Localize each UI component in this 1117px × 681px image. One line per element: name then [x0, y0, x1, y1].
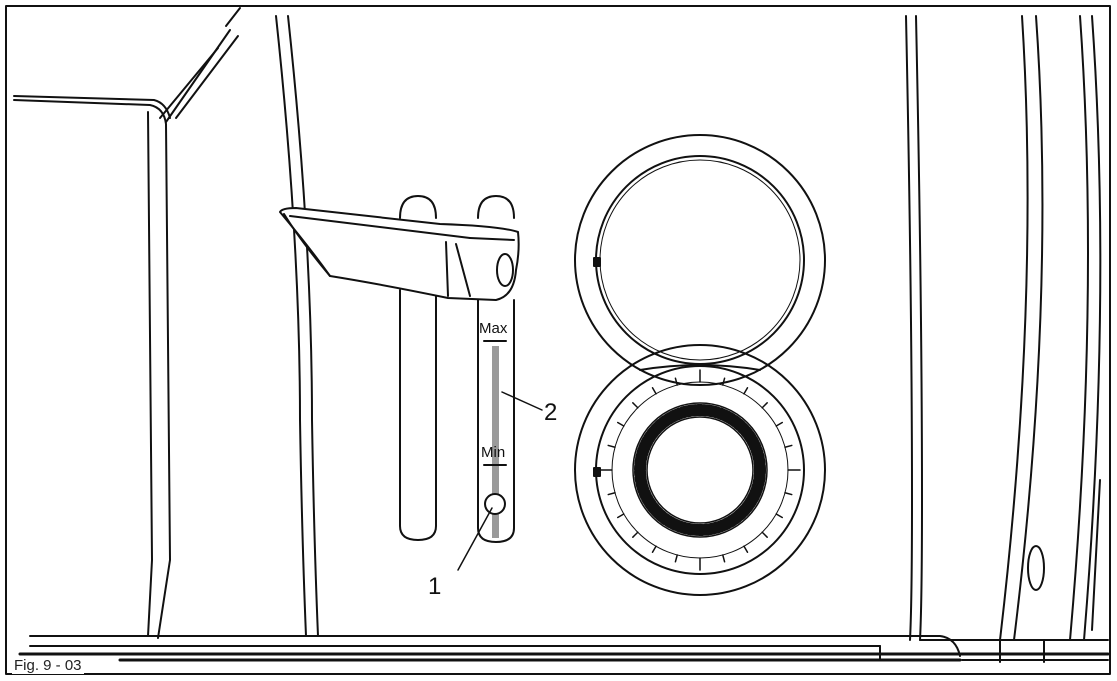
dial-tick — [674, 554, 678, 563]
min-label: Min — [481, 444, 505, 461]
dial-ticks — [599, 369, 801, 571]
dial-tick — [616, 513, 625, 519]
right-side-panel — [905, 15, 1102, 641]
dial-tick — [775, 421, 784, 427]
lower-dial — [574, 344, 826, 596]
front-cover — [275, 15, 319, 637]
left-housing — [13, 7, 241, 639]
dial-tick — [775, 513, 784, 519]
dial-tick — [651, 545, 657, 554]
dial-tick — [743, 386, 749, 395]
dial-tick — [784, 492, 793, 496]
callout-2-number: 2 — [544, 399, 557, 426]
baseplate — [18, 635, 1110, 663]
lever-handle — [279, 207, 520, 301]
upper-round-cover — [574, 134, 826, 386]
max-label: Max — [479, 320, 508, 337]
dial-tick — [616, 421, 625, 427]
dial-tick — [722, 554, 726, 563]
dial-tick — [607, 444, 616, 448]
callout-1-number: 1 — [428, 573, 441, 600]
sight-glass-screw — [484, 493, 506, 515]
figure-caption: Fig. 9 - 03 — [12, 657, 84, 674]
oil-level-window — [483, 340, 507, 538]
callout-leaders — [457, 391, 543, 571]
dial-tick — [761, 531, 768, 538]
dial-tick — [607, 492, 616, 496]
dial-tick — [674, 377, 678, 386]
dial-tick — [651, 386, 657, 395]
dial-tick — [743, 545, 749, 554]
dial-tick — [632, 531, 639, 538]
dial-tick — [632, 402, 639, 409]
figure-border — [5, 5, 1111, 675]
dial-tick — [722, 377, 726, 386]
callout-1-leader — [457, 507, 493, 571]
dial-tick — [784, 444, 793, 448]
dial-tick — [761, 402, 768, 409]
callout-2-leader — [501, 391, 543, 411]
